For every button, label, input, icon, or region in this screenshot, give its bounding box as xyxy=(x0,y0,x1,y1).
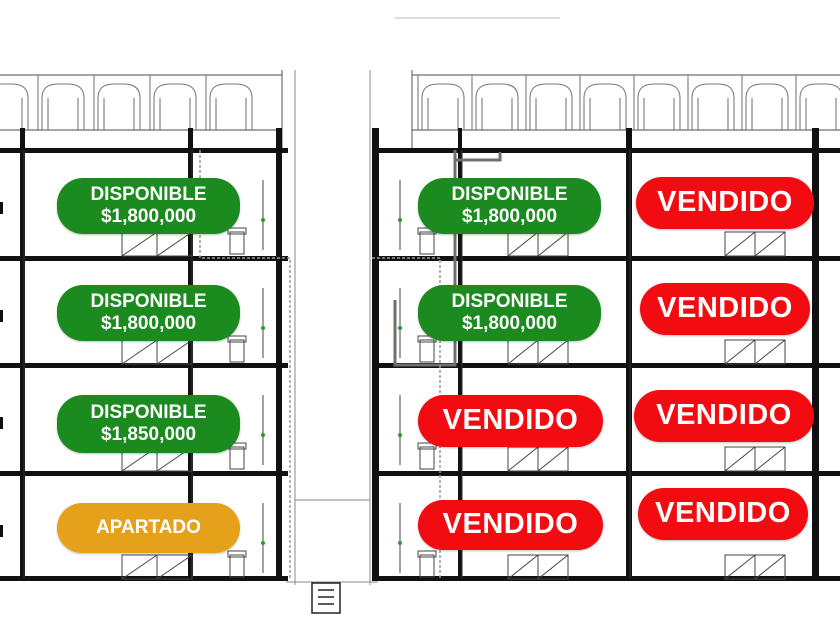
toilet-icon xyxy=(227,550,247,578)
wall xyxy=(20,128,25,580)
right-rooftop-tanks xyxy=(417,75,840,130)
edge-mark xyxy=(0,202,3,214)
water-tank xyxy=(417,75,465,130)
drain xyxy=(311,582,341,614)
unit-badge-left-3: DISPONIBLE$1,850,000 xyxy=(57,395,240,453)
water-tank xyxy=(149,75,197,130)
water-tank xyxy=(633,75,681,130)
unit-price: $1,800,000 xyxy=(461,313,558,334)
unit-badge-right-2: VENDIDO xyxy=(640,283,810,335)
floor-slab xyxy=(0,148,288,153)
edge-mark xyxy=(0,525,3,537)
unit-price: $1,800,000 xyxy=(100,206,197,227)
water-tank xyxy=(525,75,573,130)
water-tank xyxy=(795,75,840,130)
toilet-icon xyxy=(227,335,247,363)
fixture-icon xyxy=(398,180,402,250)
floor-slab xyxy=(372,471,840,476)
unit-status-label: APARTADO xyxy=(96,517,201,539)
unit-status-label: VENDIDO xyxy=(657,186,793,219)
shaft-outline xyxy=(453,150,502,162)
stair-icon xyxy=(121,339,193,365)
fixtures xyxy=(121,180,786,580)
wall xyxy=(458,128,462,580)
water-tank xyxy=(741,75,789,130)
unit-status-label: VENDIDO xyxy=(442,508,579,541)
stair-icon xyxy=(121,554,193,580)
water-tank xyxy=(0,83,29,130)
edge-mark xyxy=(0,310,3,322)
fixture-icon xyxy=(398,288,402,358)
floor-slab xyxy=(372,363,840,368)
stair-icon xyxy=(507,231,569,257)
floor-slab xyxy=(0,256,288,261)
unit-price: $1,850,000 xyxy=(100,424,197,445)
wall xyxy=(276,128,282,580)
shaft-outline xyxy=(393,160,457,367)
fixture-icon xyxy=(261,503,265,573)
unit-badge-right-1: VENDIDO xyxy=(636,177,814,229)
stair-icon xyxy=(724,339,786,365)
water-tank xyxy=(471,75,519,130)
unit-status-label: DISPONIBLE xyxy=(90,402,207,424)
wall xyxy=(626,128,632,580)
water-tank xyxy=(687,75,735,130)
edge-mark xyxy=(0,417,3,429)
unit-badge-left-1: DISPONIBLE$1,800,000 xyxy=(57,178,240,234)
stair-icon xyxy=(121,231,193,257)
stair-icon xyxy=(724,446,786,472)
fixture-icon xyxy=(261,395,265,465)
shaft-outline xyxy=(372,257,441,578)
unit-badge-left-2: DISPONIBLE$1,800,000 xyxy=(57,285,240,341)
fixture-icon xyxy=(398,395,402,465)
floor-slab xyxy=(372,256,840,261)
unit-status-label: VENDIDO xyxy=(656,399,792,432)
floor-slab xyxy=(372,148,840,153)
unit-badge-right-3: VENDIDO xyxy=(634,390,814,442)
stair-icon xyxy=(507,554,569,580)
unit-badge-mid-1: DISPONIBLE$1,800,000 xyxy=(418,178,601,234)
unit-status-label: VENDIDO xyxy=(442,404,579,437)
floor-slab xyxy=(0,363,288,368)
fixture-icon xyxy=(261,288,265,358)
toilet-icon xyxy=(417,442,437,470)
water-tank xyxy=(37,75,85,130)
floor-slab xyxy=(0,471,288,476)
floor-slab xyxy=(372,576,840,581)
stair-icon xyxy=(507,339,569,365)
unit-status-label: VENDIDO xyxy=(657,292,793,325)
fixture-icon xyxy=(261,180,265,250)
unit-status-label: DISPONIBLE xyxy=(451,291,568,313)
wall xyxy=(372,128,379,580)
water-tank xyxy=(579,75,627,130)
unit-status-label: VENDIDO xyxy=(655,497,791,530)
stair-icon xyxy=(507,446,569,472)
unit-status-label: DISPONIBLE xyxy=(90,184,207,206)
left-rooftop-tanks xyxy=(0,75,253,130)
unit-status-label: DISPONIBLE xyxy=(90,291,207,313)
water-tank xyxy=(93,75,141,130)
unit-badge-mid-2: DISPONIBLE$1,800,000 xyxy=(418,285,601,341)
toilet-icon xyxy=(227,227,247,255)
stair-icon xyxy=(724,554,786,580)
light-well xyxy=(286,70,378,585)
unit-price: $1,800,000 xyxy=(100,313,197,334)
unit-badge-mid-3: VENDIDO xyxy=(418,395,603,447)
stair-icon xyxy=(724,231,786,257)
unit-badge-right-4: VENDIDO xyxy=(638,488,808,540)
toilet-icon xyxy=(417,335,437,363)
unit-price: $1,800,000 xyxy=(461,206,558,227)
wall xyxy=(812,128,819,580)
unit-badge-left-4: APARTADO xyxy=(57,503,240,553)
unit-status-label: DISPONIBLE xyxy=(451,184,568,206)
shaft-outline xyxy=(199,150,291,578)
water-tank xyxy=(205,75,253,130)
fixture-icon xyxy=(398,503,402,573)
toilet-icon xyxy=(417,550,437,578)
wall xyxy=(188,128,193,580)
unit-badge-mid-4: VENDIDO xyxy=(418,500,603,550)
